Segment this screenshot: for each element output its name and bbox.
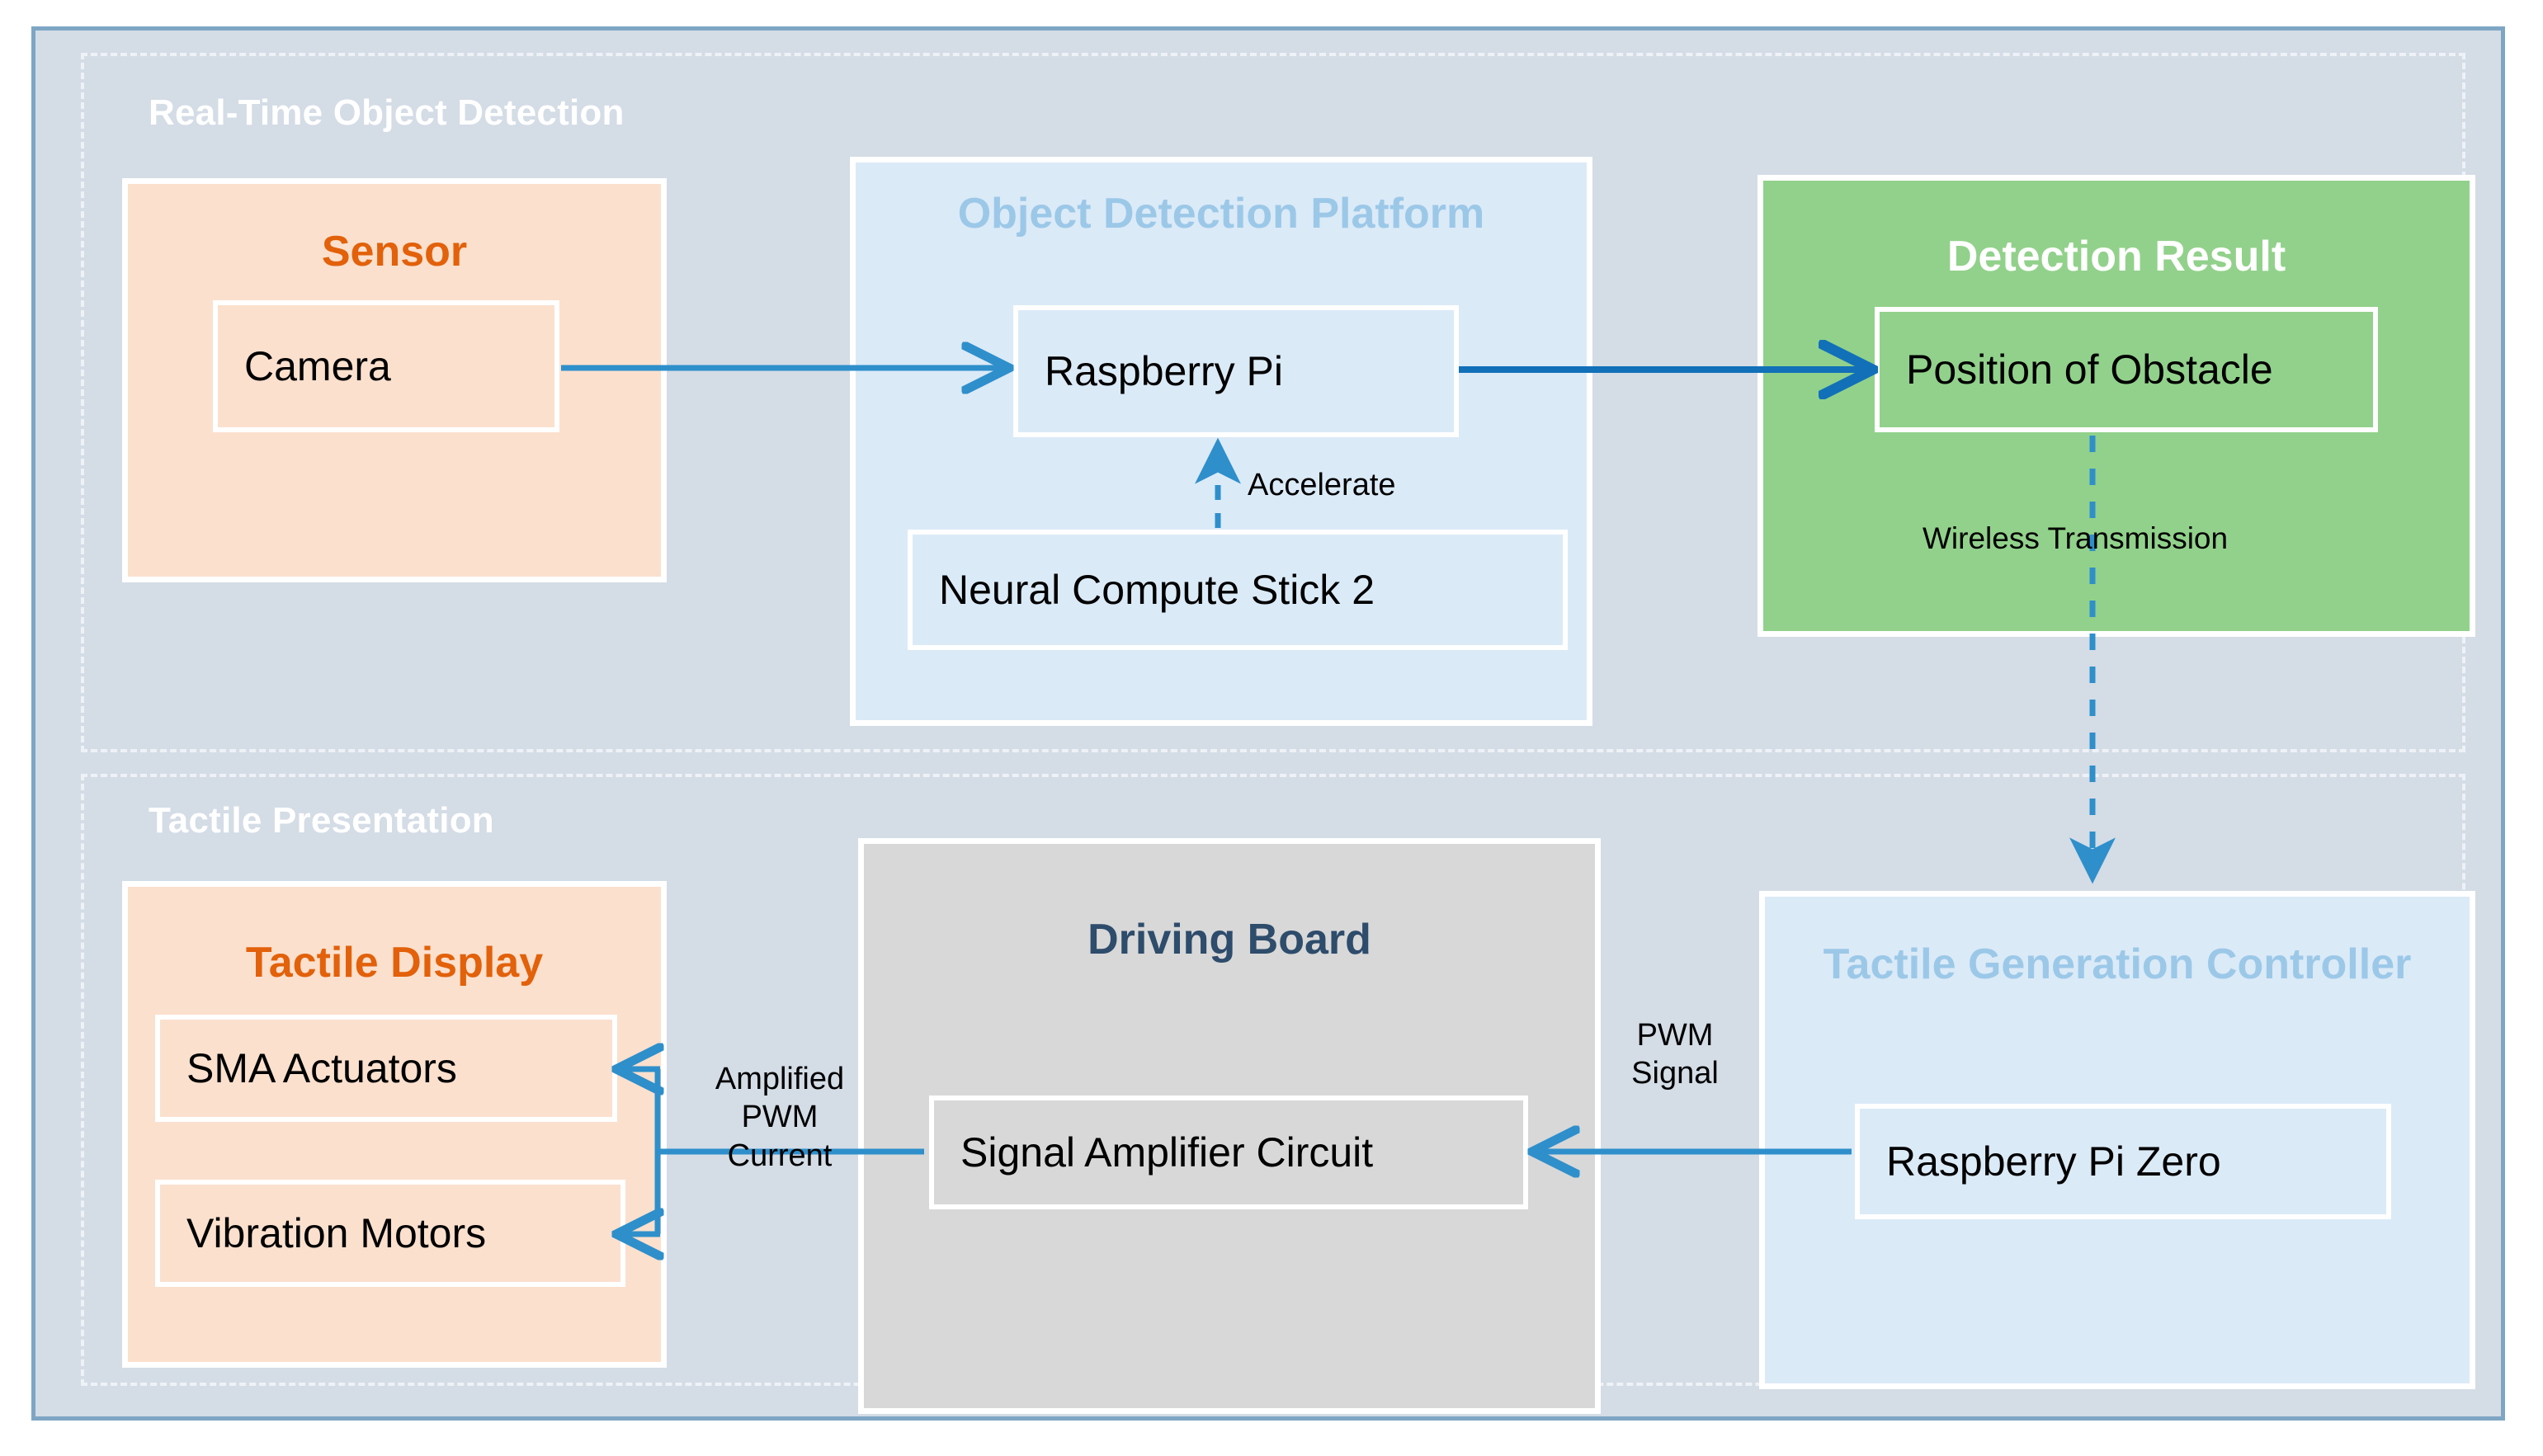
node-raspberry-pi-label: Raspberry Pi	[1045, 348, 1283, 394]
node-signal-amplifier-circuit-label: Signal Amplifier Circuit	[960, 1129, 1374, 1176]
edge-label-accelerate: Accelerate	[1248, 468, 1396, 502]
edge-label-amplified-line3: Current	[727, 1138, 833, 1173]
panel-title-result: Detection Result	[1946, 233, 2286, 280]
edge-label-amplified-line1: Amplified	[715, 1062, 845, 1096]
node-raspberry-pi-zero[interactable]: Raspberry Pi Zero	[1855, 1104, 2391, 1219]
node-raspberry-pi[interactable]: Raspberry Pi	[1013, 305, 1459, 437]
node-sma-actuators[interactable]: SMA Actuators	[155, 1015, 617, 1122]
node-position-of-obstacle-label: Position of Obstacle	[1906, 346, 2273, 393]
panel-title-platform: Object Detection Platform	[957, 190, 1485, 238]
panel-tactile-display[interactable]: Tactile Display	[122, 881, 667, 1368]
node-neural-compute-stick-2-label: Neural Compute Stick 2	[939, 567, 1375, 613]
edge-label-pwm-signal-line1: PWM	[1636, 1018, 1714, 1053]
group-title-tactile: Tactile Presentation	[149, 800, 494, 841]
node-vibration-motors-label: Vibration Motors	[186, 1210, 487, 1256]
panel-title-controller: Tactile Generation Controller	[1823, 940, 2412, 988]
node-raspberry-pi-zero-label: Raspberry Pi Zero	[1886, 1138, 2221, 1185]
node-vibration-motors[interactable]: Vibration Motors	[155, 1180, 625, 1287]
node-position-of-obstacle[interactable]: Position of Obstacle	[1875, 307, 2378, 432]
node-camera-label: Camera	[244, 343, 391, 389]
group-title-detection: Real-Time Object Detection	[149, 92, 625, 133]
edge-label-amplified-pwm-current: Amplified PWM Current	[693, 1060, 866, 1175]
panel-title-sensor: Sensor	[321, 228, 468, 276]
node-sma-actuators-label: SMA Actuators	[186, 1045, 457, 1091]
panel-title-driving-board: Driving Board	[1087, 916, 1371, 964]
node-camera[interactable]: Camera	[213, 300, 559, 432]
panel-title-tactile-display: Tactile Display	[245, 939, 544, 987]
edge-label-pwm-signal: PWM Signal	[1613, 1016, 1737, 1093]
edge-label-amplified-line2: PWM	[741, 1100, 819, 1135]
node-neural-compute-stick-2[interactable]: Neural Compute Stick 2	[908, 530, 1568, 650]
node-signal-amplifier-circuit[interactable]: Signal Amplifier Circuit	[929, 1096, 1528, 1209]
edge-label-pwm-signal-line2: Signal	[1631, 1056, 1719, 1091]
edge-label-wireless-transmission: Wireless Transmission	[1923, 521, 2229, 555]
